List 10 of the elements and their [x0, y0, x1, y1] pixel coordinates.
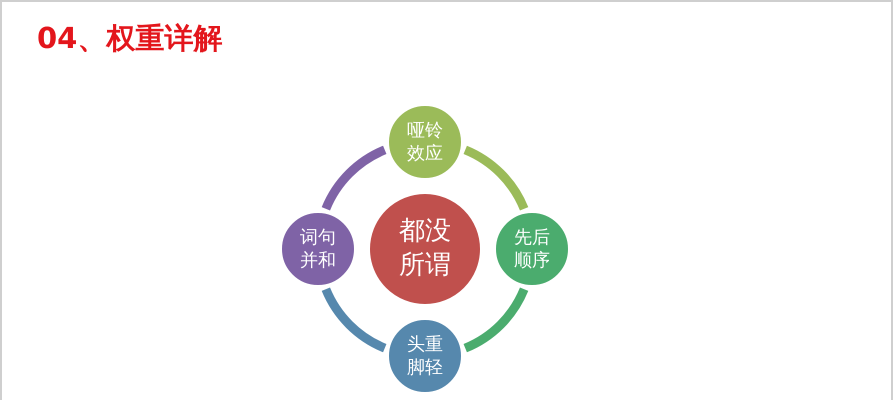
- topic-label: 头重脚轻: [406, 332, 444, 380]
- ring-arc: [322, 287, 387, 352]
- ring-arc: [463, 287, 528, 352]
- topic-label: 哑铃效应: [406, 118, 444, 166]
- ring-arc: [463, 146, 528, 211]
- slide-title: 04、权重详解: [37, 20, 222, 57]
- topic-label: 词句并和: [300, 226, 336, 272]
- ring-arc: [322, 146, 387, 211]
- topic-label: 先后顺序: [514, 226, 550, 272]
- center-label: 都没所谓: [398, 215, 452, 282]
